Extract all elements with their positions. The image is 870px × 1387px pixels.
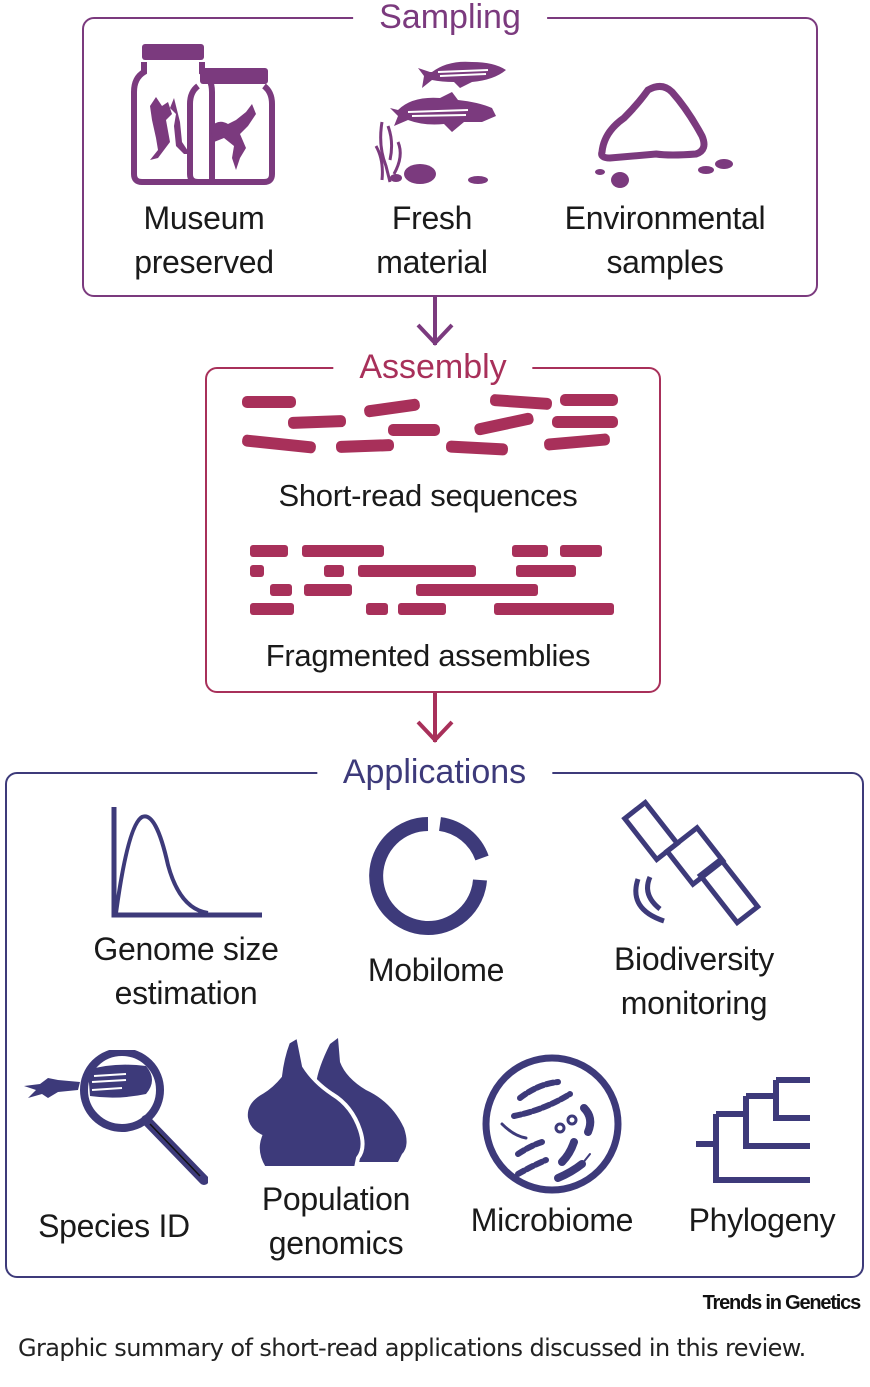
label-line: preserved — [134, 244, 274, 280]
fish-icon — [374, 61, 506, 184]
petri-dish-icon — [482, 1054, 622, 1194]
arrow-assembly-to-applications — [416, 692, 454, 743]
assembly-panel: Assembly — [205, 347, 661, 693]
short-reads-icon — [242, 394, 618, 456]
soil-pile-icon — [595, 83, 733, 188]
app-label-phylogeny: Phylogeny — [689, 1198, 836, 1242]
sampling-panel: Sampling — [82, 0, 818, 297]
label-line: Microbiome — [470, 1202, 634, 1238]
applications-panel: Applications — [5, 752, 864, 1278]
figure-caption: Graphic summary of short-read applicatio… — [18, 1334, 806, 1362]
app-label-population-genomics: Population genomics — [261, 1177, 411, 1265]
label-line: estimation — [114, 975, 258, 1011]
rabbits-icon — [243, 1036, 407, 1170]
sampling-label-fresh: Fresh material — [376, 196, 488, 284]
app-label-genome-size: Genome size estimation — [93, 927, 279, 1015]
label-line: monitoring — [620, 985, 768, 1021]
journal-credit: Trends in Genetics — [702, 1292, 862, 1314]
label-line: genomics — [268, 1225, 404, 1261]
assembly-title: Assembly — [333, 347, 533, 387]
app-label-biodiversity: Biodiversity monitoring — [614, 937, 774, 1025]
label-line: Genome size — [93, 931, 279, 967]
satellite-icon — [621, 798, 762, 927]
phylogeny-tree-icon — [696, 1077, 810, 1183]
genome-size-curve-icon — [111, 807, 262, 918]
label-line: Biodiversity — [613, 941, 775, 977]
magnifier-icon — [24, 1050, 208, 1185]
mobilome-ring-icon — [369, 817, 489, 935]
assembly-label-fragmented: Fragmented assemblies — [265, 638, 591, 673]
label-line: material — [376, 244, 488, 280]
app-label-mobilome: Mobilome — [367, 948, 505, 992]
app-label-species-id: Species ID — [38, 1204, 190, 1248]
sampling-label-museum: Museum preserved — [134, 196, 274, 284]
label-line: Species ID — [38, 1208, 190, 1244]
label-line: Environmental — [564, 200, 766, 236]
label-line: Population — [261, 1181, 411, 1217]
assembly-label-short-reads: Short-read sequences — [278, 478, 578, 513]
applications-title: Applications — [316, 752, 553, 792]
app-label-microbiome: Microbiome — [470, 1198, 634, 1242]
label-line: samples — [606, 244, 724, 280]
fragmented-assembly-icon — [250, 545, 614, 615]
specimen-jars-icon — [131, 44, 275, 185]
label-line: Mobilome — [367, 952, 505, 988]
arrow-sampling-to-assembly — [416, 295, 454, 346]
label-line: Fresh — [391, 200, 473, 236]
sampling-title: Sampling — [353, 0, 547, 37]
label-line: Museum — [143, 200, 265, 236]
sampling-label-environmental: Environmental samples — [565, 196, 766, 284]
label-line: Phylogeny — [688, 1202, 836, 1238]
